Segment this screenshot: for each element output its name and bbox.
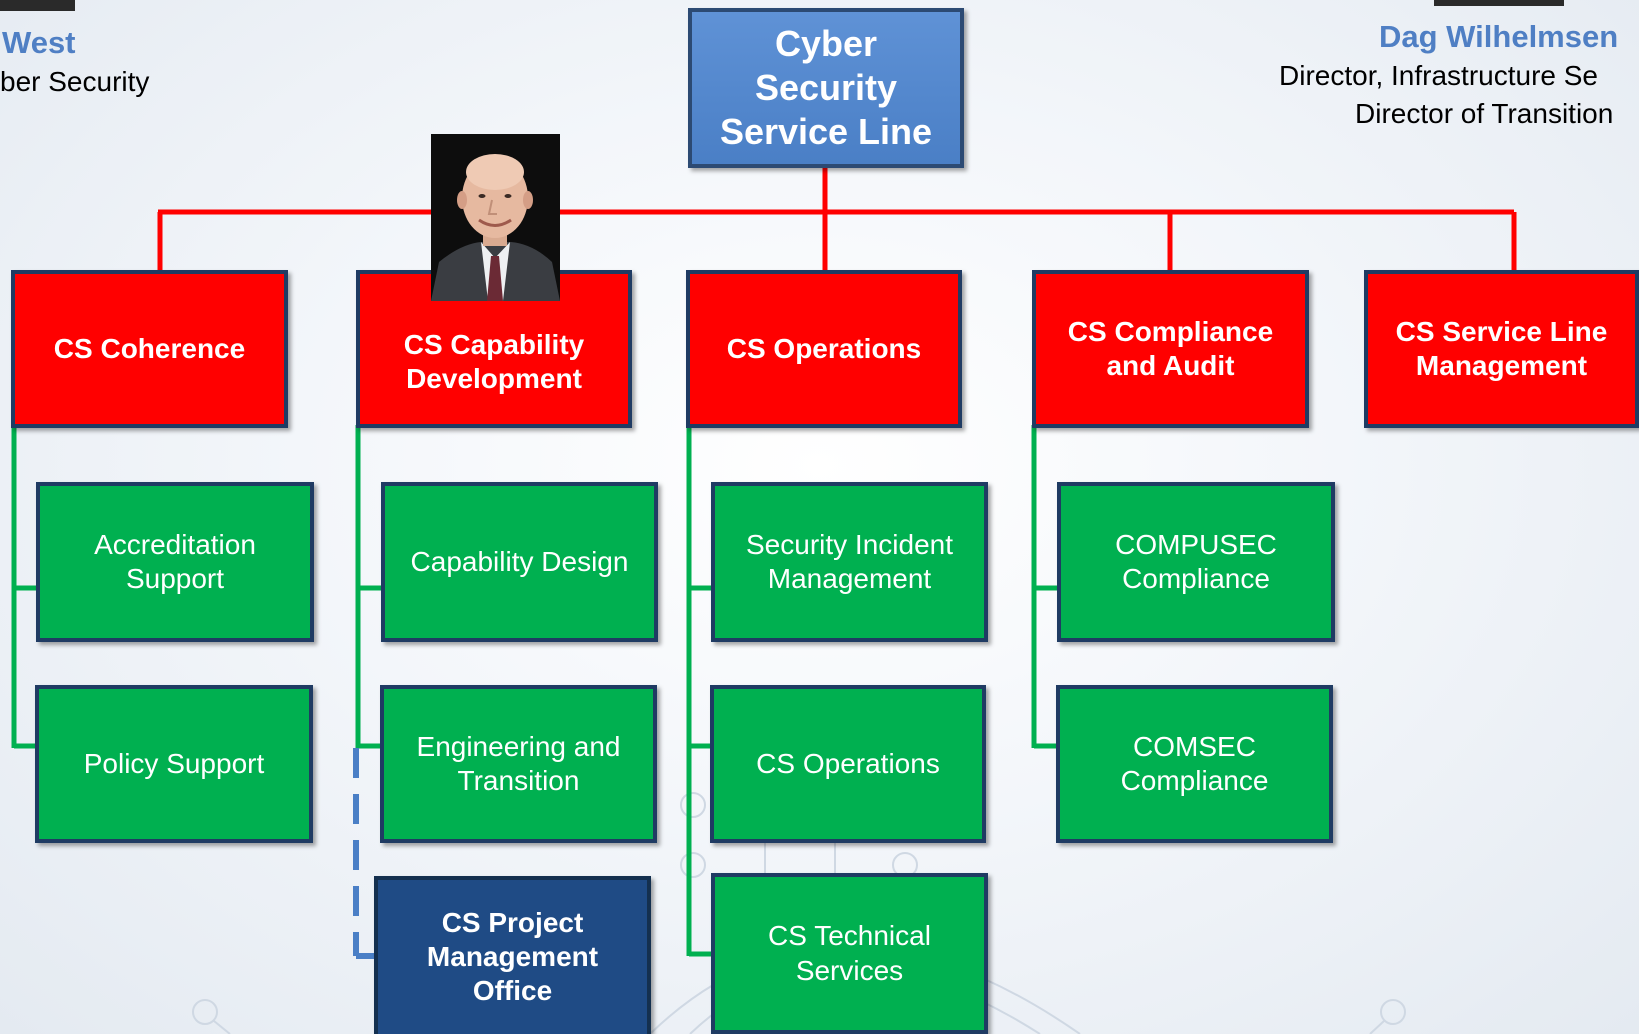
right-person-title-line1: Director, Infrastructure Se xyxy=(1279,60,1599,91)
division-label: Management xyxy=(1415,350,1588,381)
right-person-title-line2: Director of Transition xyxy=(1355,98,1614,129)
division-cs-operations: CS Operations xyxy=(686,270,962,428)
pmo-label: CS Project xyxy=(441,906,584,938)
unit-label: Engineering and xyxy=(416,730,621,762)
unit-engineering-and-transition: Engineering and Transition xyxy=(380,685,657,843)
division-cs-capability-development: CS Capability Development xyxy=(356,270,632,428)
unit-label: Compliance xyxy=(1122,563,1270,594)
unit-capability-design: Capability Design xyxy=(381,482,658,642)
unit-cs-operations: CS Operations xyxy=(710,685,986,843)
division-cs-compliance-and-audit: CS Compliance and Audit xyxy=(1032,270,1309,428)
division-cs-coherence: CS Coherence xyxy=(11,270,288,428)
unit-label: Support xyxy=(125,563,225,594)
division-label: CS Service Line xyxy=(1395,315,1608,347)
division-label: CS Operations xyxy=(726,332,922,364)
root-line: Security xyxy=(754,67,898,109)
unit-label: Compliance xyxy=(1120,765,1269,796)
unit-comsec-compliance: COMSEC Compliance xyxy=(1056,685,1333,843)
left-person-title: ber Security xyxy=(0,66,150,97)
division-label: and Audit xyxy=(1106,350,1235,381)
unit-cs-project-management-office: CS Project Management Office xyxy=(374,876,651,1034)
unit-policy-support: Policy Support xyxy=(35,685,313,843)
portrait-photo xyxy=(431,134,560,301)
left-photo-fragment xyxy=(0,0,75,11)
unit-label: Policy Support xyxy=(83,747,265,779)
division-label: CS Coherence xyxy=(53,332,246,364)
division-label: CS Capability xyxy=(403,328,585,360)
unit-label: Management xyxy=(767,563,932,594)
division-label: CS Compliance xyxy=(1067,315,1274,347)
root-line: Cyber xyxy=(774,23,878,65)
division-label: Development xyxy=(406,363,582,394)
pmo-label: Office xyxy=(472,975,553,1007)
unit-label: COMSEC xyxy=(1133,730,1256,762)
unit-accreditation-support: Accreditation Support xyxy=(36,482,314,642)
unit-cs-technical-services: CS Technical Services xyxy=(711,873,988,1034)
right-photo-fragment xyxy=(1434,0,1564,6)
unit-label: COMPUSEC xyxy=(1115,528,1277,560)
unit-compusec-compliance: COMPUSEC Compliance xyxy=(1057,482,1335,642)
root-line: Service Line xyxy=(719,110,933,152)
unit-security-incident-management: Security Incident Management xyxy=(711,482,988,642)
unit-label: Services xyxy=(795,954,904,986)
pmo-label: Management xyxy=(426,940,599,972)
unit-label: CS Technical xyxy=(768,920,931,952)
right-person-name: Dag Wilhelmsen xyxy=(1379,19,1619,54)
left-person-name: West xyxy=(2,25,76,60)
root-box: Cyber Security Service Line xyxy=(688,8,964,168)
unit-label: Transition xyxy=(457,765,580,796)
division-cs-service-line-management: CS Service Line Management xyxy=(1364,270,1639,428)
unit-label: Security Incident xyxy=(746,528,953,560)
unit-label: CS Operations xyxy=(756,747,940,779)
unit-label: Capability Design xyxy=(410,545,629,577)
unit-label: Accreditation xyxy=(94,528,256,560)
